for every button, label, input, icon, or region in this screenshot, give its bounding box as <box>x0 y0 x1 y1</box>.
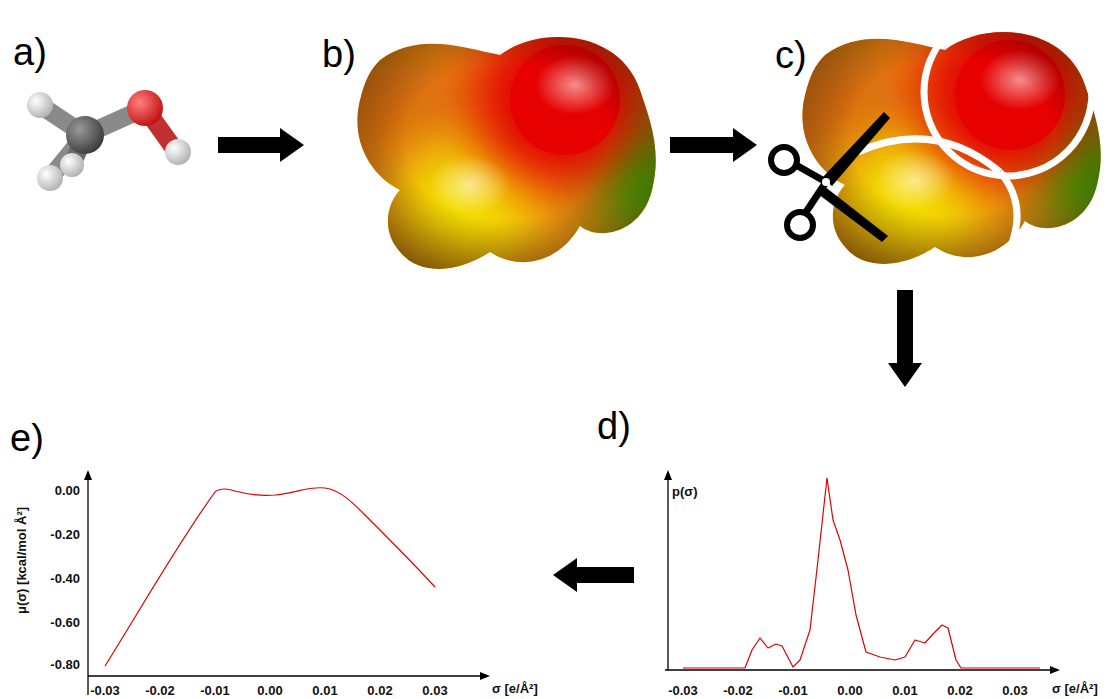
axis-label: 0.00 <box>55 484 80 497</box>
axis-label: p(σ) <box>672 485 698 498</box>
axis-label: 0.02 <box>947 684 972 697</box>
axis-label: 0.02 <box>367 684 392 697</box>
panel: a) <box>5 25 210 185</box>
axis-label: 0.00 <box>257 684 282 697</box>
axis-label: -0.03 <box>668 684 698 697</box>
axis-label: 0.03 <box>422 684 447 697</box>
panel-letter: c) <box>775 36 807 74</box>
panel-letter: b) <box>322 35 356 73</box>
axis-label: -0.02 <box>145 684 175 697</box>
segmented-surface <box>785 7 1118 285</box>
panel: c) <box>765 22 1110 282</box>
axis-label: μ(σ) [kcal/mol Å²] <box>16 506 29 613</box>
sigma-potential-chart <box>84 470 490 695</box>
flow-arrow <box>553 558 634 592</box>
axis-label: 0.01 <box>892 684 917 697</box>
sigma-profile-chart <box>664 470 1060 674</box>
flow-arrow <box>888 290 922 387</box>
axis-label: -0.40 <box>50 572 80 585</box>
sigma-surface <box>340 12 685 290</box>
axis-label: -0.02 <box>723 684 753 697</box>
flow-arrow <box>670 128 757 162</box>
axis-label: -0.03 <box>90 684 120 697</box>
panel: d) <box>642 395 1112 695</box>
axis-label: -0.20 <box>50 528 80 541</box>
axis-label: -0.80 <box>50 658 80 671</box>
panel-letter: a) <box>13 33 47 71</box>
panel: b) <box>312 25 662 280</box>
axis-label: 0.03 <box>1002 684 1027 697</box>
panel: e) <box>5 405 545 695</box>
axis-label: -0.60 <box>50 616 80 629</box>
molecule <box>27 90 191 191</box>
panel-letter: e) <box>10 419 44 457</box>
panel-letter: d) <box>597 407 631 445</box>
scissors-icon <box>771 112 890 242</box>
axis-label: σ [e/Å²] <box>492 682 538 695</box>
axis-label: -0.01 <box>200 684 230 697</box>
axis-label: -0.01 <box>778 684 808 697</box>
axis-label: σ [e/Å²] <box>1052 682 1098 695</box>
axis-label: 0.01 <box>312 684 337 697</box>
axis-label: 0.00 <box>837 684 862 697</box>
flow-arrow <box>218 128 304 162</box>
